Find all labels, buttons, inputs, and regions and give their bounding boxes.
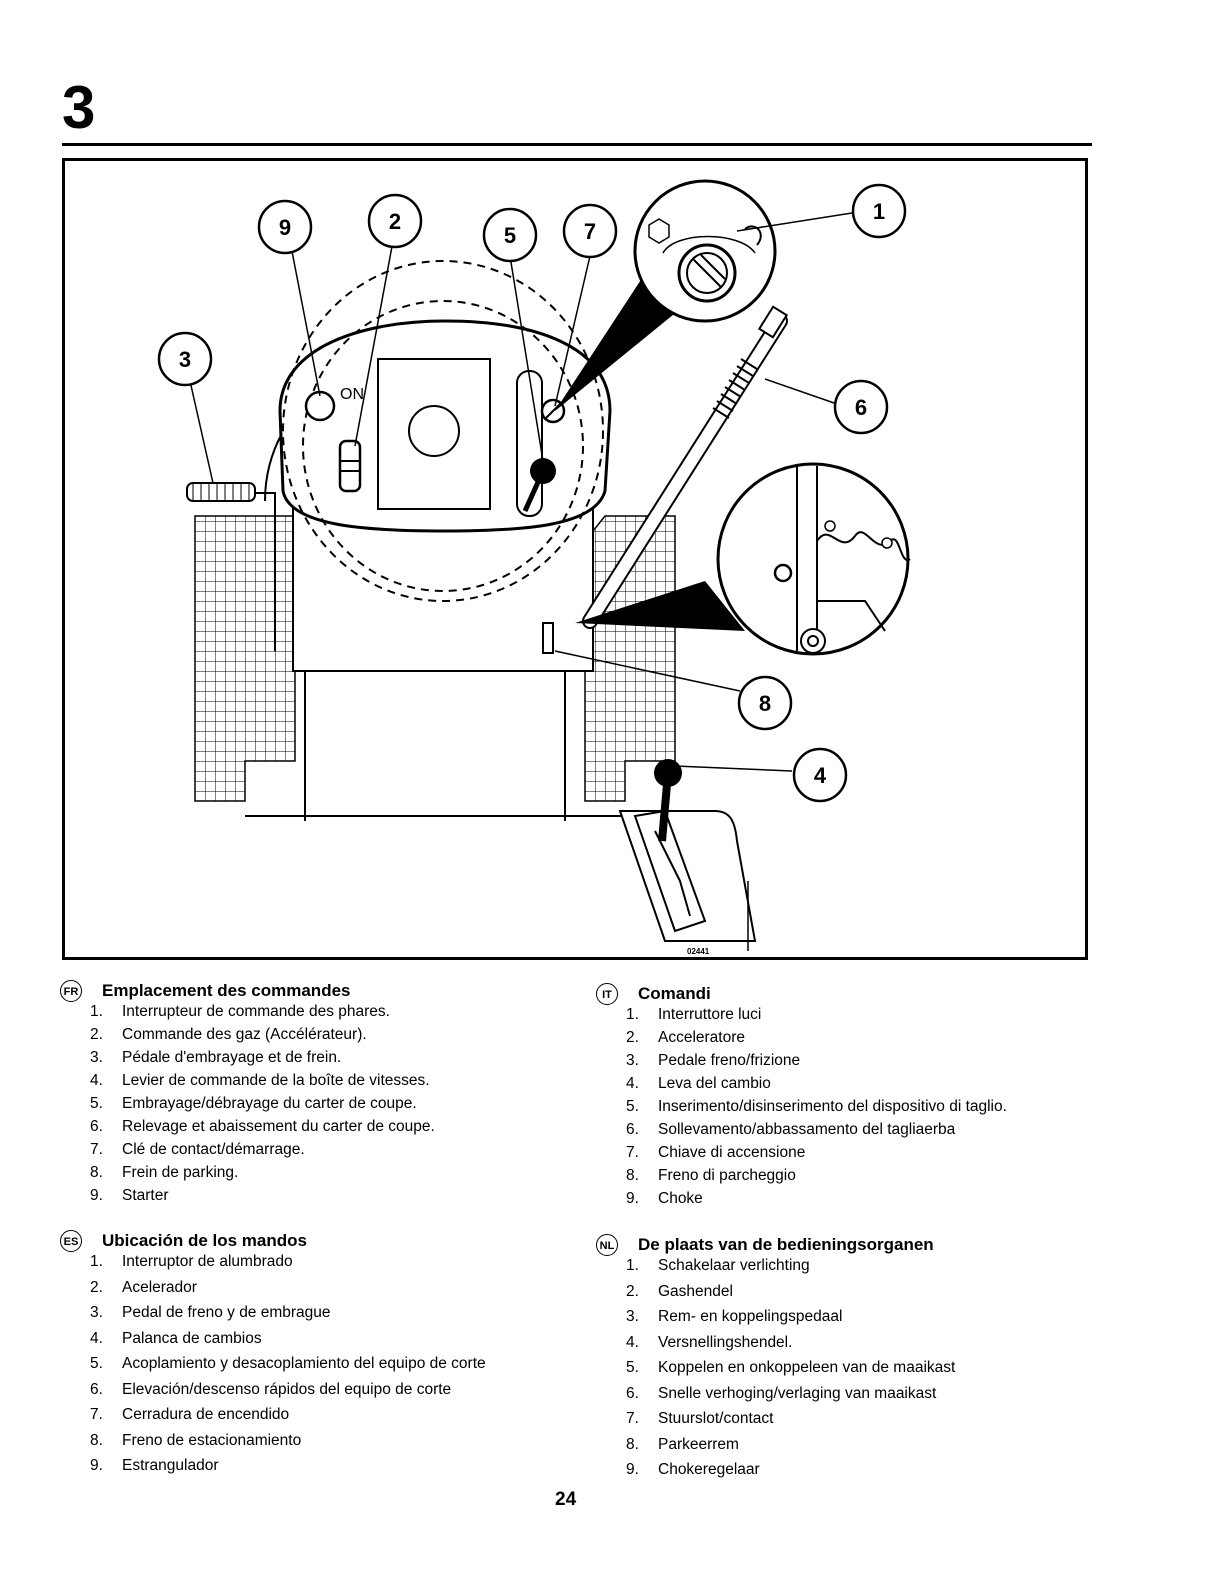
callout-6: 6 xyxy=(833,379,889,435)
legend-title-fr: Emplacement des commandes xyxy=(102,981,351,1000)
cutter-slot xyxy=(516,370,543,517)
header-rule xyxy=(62,143,1092,146)
tractor-controls-drawing: ON xyxy=(157,179,911,956)
svg-text:5: 5 xyxy=(504,223,516,248)
steering-hub xyxy=(408,405,460,457)
list-item: 6.Relevage et abaissement du carter de c… xyxy=(90,1118,435,1135)
list-item: 3.Rem- en koppelingspedaal xyxy=(626,1308,843,1325)
list-item: 7.Stuurslot/contact xyxy=(626,1410,774,1427)
gear-knob xyxy=(654,759,682,787)
list-item: 6.Sollevamento/abbassamento del tagliaer… xyxy=(626,1121,956,1138)
list-item: 6.Elevación/descenso rápidos del equipo … xyxy=(90,1380,452,1398)
clutch-pedal xyxy=(186,482,256,502)
lang-badge-nl: NL xyxy=(596,1234,618,1256)
svg-text:4: 4 xyxy=(814,763,827,788)
list-item: 5.Inserimento/disinserimento del disposi… xyxy=(626,1098,1007,1115)
lang-badge-it: IT xyxy=(596,983,618,1005)
list-item: 2.Commande des gaz (Accélérateur). xyxy=(90,1026,367,1043)
list-item: 2.Acceleratore xyxy=(626,1029,746,1046)
list-item: 7.Clé de contact/démarrage. xyxy=(90,1141,305,1158)
list-item: 1.Schakelaar verlichting xyxy=(626,1257,810,1274)
throttle-lever xyxy=(338,439,362,493)
list-item: 5.Acoplamiento y desacoplamiento del equ… xyxy=(90,1355,486,1372)
legend-it: IT Comandi 1.Interruttore luci 2.Acceler… xyxy=(596,981,1007,1214)
list-item: 9.Choke xyxy=(626,1190,703,1207)
svg-text:6: 6 xyxy=(855,395,867,420)
legend-title-es: Ubicación de los mandos xyxy=(102,1231,307,1250)
callout-8: 8 xyxy=(737,675,793,731)
leader-lines xyxy=(189,212,853,951)
legend-list-fr: 1.Interrupteur de commande des phares. 2… xyxy=(60,1004,435,1211)
legend-es: ES Ubicación de los mandos 1.Interruptor… xyxy=(60,1228,486,1484)
list-item: 8.Parkeerrem xyxy=(626,1435,739,1453)
parking-brake xyxy=(542,622,554,654)
list-item: 6.Snelle verhoging/verlaging van maaikas… xyxy=(626,1384,937,1402)
list-item: 2.Acelerador xyxy=(90,1278,197,1296)
list-item: 4.Palanca de cambios xyxy=(90,1329,262,1347)
svg-text:8: 8 xyxy=(759,691,771,716)
choke-knob xyxy=(304,390,336,422)
callout-7: 7 xyxy=(562,203,618,259)
callout-9: 9 xyxy=(257,199,313,255)
list-item: 4.Levier de commande de la boîte de vite… xyxy=(90,1072,430,1089)
list-item: 1.Interrupteur de commande des phares. xyxy=(90,1003,390,1020)
list-item: 1.Interruttore luci xyxy=(626,1006,762,1023)
list-item: 4.Versnellingshendel. xyxy=(626,1333,793,1351)
list-item: 9.Starter xyxy=(90,1187,169,1204)
controls-illustration: ON xyxy=(62,158,1088,960)
svg-text:3: 3 xyxy=(179,347,191,372)
legend-title-nl: De plaats van de bedieningsorganen xyxy=(638,1235,934,1254)
legend-fr: FR Emplacement des commandes 1.Interrupt… xyxy=(60,978,435,1211)
list-item: 5.Embrayage/débrayage du carter de coupe… xyxy=(90,1095,417,1112)
list-item: 1.Interruptor de alumbrado xyxy=(90,1253,293,1270)
callout-4: 4 xyxy=(792,747,848,803)
legend-list-it: 1.Interruttore luci 2.Acceleratore 3.Ped… xyxy=(596,1007,1007,1214)
list-item: 8.Freno de estacionamiento xyxy=(90,1431,302,1449)
legend-list-es: 1.Interruptor de alumbrado 2.Acelerador … xyxy=(60,1254,486,1484)
list-item: 3.Pédale d'embrayage et de frein. xyxy=(90,1049,342,1066)
list-item: 4.Leva del cambio xyxy=(626,1075,771,1092)
svg-text:7: 7 xyxy=(584,219,596,244)
list-item: 8.Frein de parking. xyxy=(90,1164,239,1181)
figure-code: 02441 xyxy=(687,947,710,956)
list-item: 8.Freno di parcheggio xyxy=(626,1167,796,1184)
callout-2: 2 xyxy=(367,193,423,249)
legend-nl: NL De plaats van de bedieningsorganen 1.… xyxy=(596,1232,955,1488)
list-item: 3.Pedal de freno y de embrague xyxy=(90,1304,331,1321)
legend-list-nl: 1.Schakelaar verlichting 2.Gashendel 3.R… xyxy=(596,1258,955,1488)
section-number: 3 xyxy=(62,74,96,141)
list-item: 9.Chokeregelaar xyxy=(626,1461,760,1478)
page-number: 24 xyxy=(555,1489,577,1510)
svg-text:2: 2 xyxy=(389,209,401,234)
list-item: 5.Koppelen en onkoppeleen van de maaikas… xyxy=(626,1359,956,1376)
callout-1: 1 xyxy=(851,183,907,239)
on-label: ON xyxy=(340,386,364,403)
brake-detail xyxy=(716,462,910,656)
lang-badge-fr: FR xyxy=(60,980,82,1002)
list-item: 9.Estrangulador xyxy=(90,1457,219,1474)
legend-title-it: Comandi xyxy=(638,984,711,1003)
list-item: 2.Gashendel xyxy=(626,1282,733,1300)
list-item: 7.Cerradura de encendido xyxy=(90,1406,290,1423)
list-item: 7.Chiave di accensione xyxy=(626,1144,806,1161)
callout-3: 3 xyxy=(157,331,213,387)
callout-5: 5 xyxy=(482,207,538,263)
steering-wheel-outline xyxy=(282,260,604,602)
svg-text:1: 1 xyxy=(873,199,885,224)
list-item: 3.Pedale freno/frizione xyxy=(626,1052,801,1069)
left-footrest-grid xyxy=(194,515,296,802)
lang-badge-es: ES xyxy=(60,1230,82,1252)
svg-text:9: 9 xyxy=(279,215,291,240)
